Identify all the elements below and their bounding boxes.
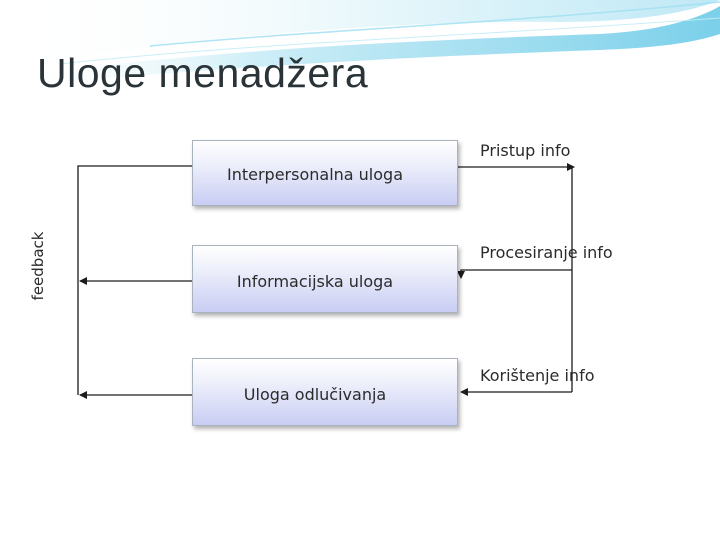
info-step-usage: Korištenje info: [480, 366, 594, 385]
info-step-processing: Procesiranje info: [480, 243, 613, 262]
role-label: Interpersonalna uloga: [227, 165, 403, 184]
feedback-label: feedback: [29, 221, 47, 311]
info-step-access: Pristup info: [480, 141, 570, 160]
role-box-decisional: Uloga odlučivanja: [192, 358, 458, 426]
role-label: Informacijska uloga: [237, 272, 393, 291]
info-arrow-middle: [461, 270, 572, 278]
role-box-informational: Informacijska uloga: [192, 245, 458, 313]
role-label: Uloga odlučivanja: [244, 385, 386, 404]
role-box-interpersonal: Interpersonalna uloga: [192, 140, 458, 206]
